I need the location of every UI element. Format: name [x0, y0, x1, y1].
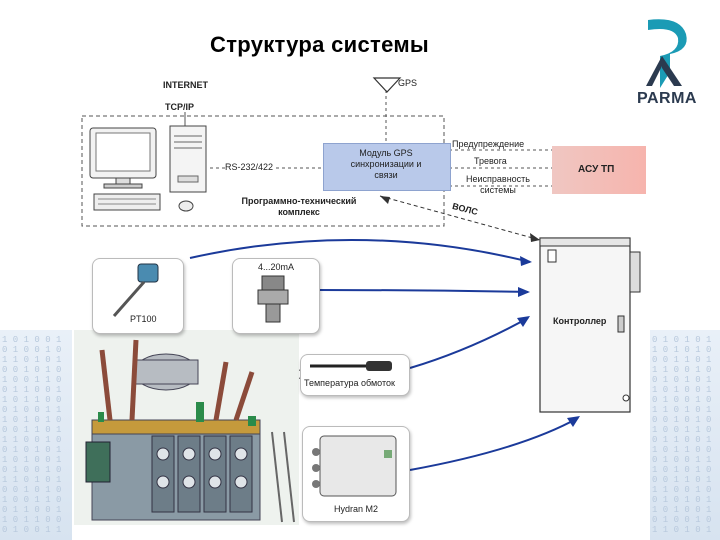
warning-label: Предупреждение	[452, 139, 525, 149]
tcpip-label: TCP/IP	[165, 102, 195, 112]
arrow-winding-controller	[409, 317, 529, 369]
software-complex-label: Программно-технический комплекс	[223, 196, 375, 218]
arrow-current-controller	[317, 289, 529, 293]
binary-pattern-left: 1 0 1 0 0 1 0 1 0 0 1 0 1 1 0 1 0 1 0 0 …	[2, 335, 62, 535]
internet-label: INTERNET	[163, 80, 208, 90]
asu-tp-label: АСУ ТП	[578, 164, 615, 175]
transformer-icon	[85, 339, 295, 523]
pt100-label: PT100	[130, 314, 157, 324]
pt100-sensor-icon	[112, 263, 159, 317]
fault-line-1: Неисправность	[466, 174, 530, 184]
arrow-transformer-controller	[189, 238, 531, 263]
logo-text: PARMA	[637, 90, 697, 107]
rs-label: RS-232/422	[225, 162, 274, 173]
winding-temp-label: Температура обмоток	[304, 378, 395, 388]
computer-icon	[89, 125, 207, 212]
controller-label: Контроллер	[553, 316, 607, 326]
controller-cabinet-icon	[539, 237, 641, 413]
gps-antenna-icon	[372, 77, 402, 93]
fault-label: Неисправность системы	[452, 174, 544, 196]
software-line-1: Программно-технический	[241, 196, 357, 206]
alarm-label: Тревога	[474, 156, 507, 166]
winding-temp-callout	[300, 354, 410, 396]
software-line-2: комплекс	[278, 207, 320, 217]
gps-label: GPS	[398, 78, 418, 88]
slide-title: Структура системы	[210, 32, 429, 57]
parma-logo-icon	[646, 19, 687, 88]
binary-pattern-right: 0 1 0 1 0 1 1 0 1 0 1 0 0 0 1 1 0 1 1 1 …	[652, 335, 712, 535]
binary-panel-left	[0, 330, 72, 540]
current-sensor-label: 4...20mA	[258, 262, 295, 272]
hydran-device-icon	[312, 435, 397, 497]
fault-line-2: системы	[480, 185, 516, 195]
binary-panel-right	[650, 330, 720, 540]
gps-module-line-2: синхронизации и	[350, 159, 422, 169]
gps-module-label: Модуль GPS синхронизации и связи	[323, 148, 449, 181]
gps-module-box	[323, 143, 451, 191]
gps-module-line-3: связи	[374, 170, 398, 180]
current-sensor-icon	[257, 275, 289, 323]
asu-tp-box	[552, 146, 646, 194]
winding-temp-sensor-icon	[310, 361, 392, 371]
hydran-label: Hydran M2	[334, 504, 379, 514]
gps-module-line-1: Модуль GPS	[359, 148, 413, 158]
arrow-hydran-controller	[409, 417, 579, 471]
